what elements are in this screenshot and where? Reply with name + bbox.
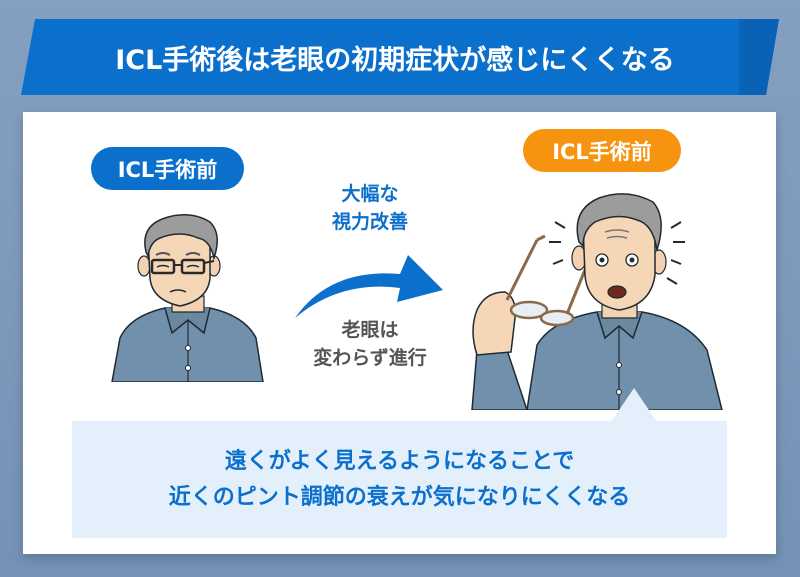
curved-arrow-icon	[295, 255, 443, 318]
elderly-man-removing-glasses-illustration	[471, 193, 723, 410]
presbyopia-progress-line1: 老眼は	[341, 319, 399, 341]
elderly-man-glasses-illustration	[111, 214, 264, 382]
callout-line1: 遠くがよく見えるようになることで	[224, 448, 575, 474]
callout-line2: 近くのピント調節の衰えが気になりにくくなる	[168, 484, 631, 510]
before-surgery-badge-left: ICL手術前	[91, 147, 244, 190]
banner-title: ICL手術後は老眼の初期症状が感じにくくなる	[115, 44, 675, 76]
title-banner: ICL手術後は老眼の初期症状が感じにくくなる	[21, 19, 779, 95]
vision-improvement-line2: 視力改善	[331, 211, 408, 233]
vision-improvement-label: 大幅な 視力改善	[300, 180, 440, 236]
presbyopia-progress-label: 老眼は 変わらず進行	[290, 316, 450, 372]
before-surgery-badge-right: ICL手術前	[523, 129, 681, 172]
vision-improvement-line1: 大幅な	[341, 183, 399, 205]
summary-callout: 遠くがよく見えるようになることで 近くのピント調節の衰えが気になりにくくなる	[72, 421, 727, 538]
presbyopia-progress-line2: 変わらず進行	[313, 347, 427, 369]
